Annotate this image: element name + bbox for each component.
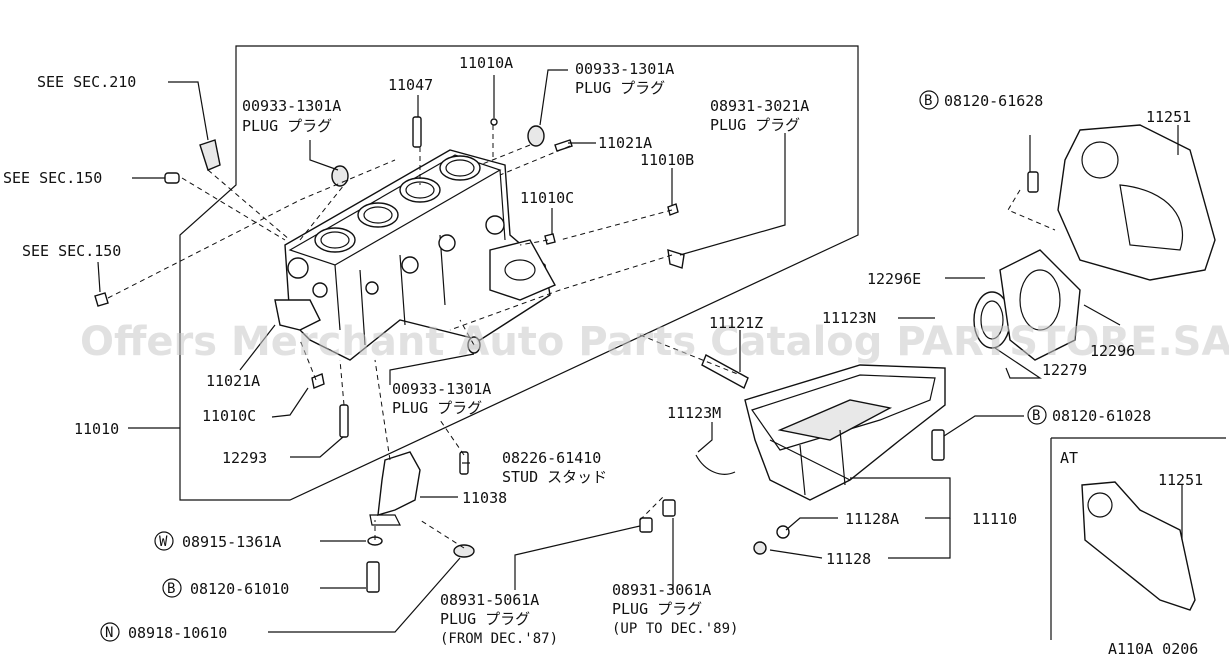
- cylinder-block: [274, 149, 556, 361]
- label-08226-61410: 08226-61410: [502, 449, 601, 467]
- label-11121z: 11121Z: [709, 314, 763, 332]
- badge-b-08120-61010: [162, 578, 182, 598]
- label-12296e: 12296E: [867, 270, 921, 288]
- label-00933-1301a-bottom: 00933-1301A: [392, 380, 491, 398]
- label-08120-61628: 08120-61628: [944, 92, 1043, 110]
- label-00933-1301a-top-sub: PLUG プラグ: [575, 79, 665, 97]
- badge-w-08915-1361a: [154, 531, 174, 551]
- label-11128a: 11128A: [845, 510, 899, 528]
- rear-plate-assembly: [973, 124, 1216, 361]
- label-08931-3061a-note: (UP TO DEC.'89): [612, 621, 738, 637]
- label-11123m: 11123M: [667, 404, 721, 422]
- label-11110: 11110: [972, 510, 1017, 528]
- label-12293: 12293: [222, 449, 267, 467]
- label-08931-3061a-sub: PLUG プラグ: [612, 600, 702, 618]
- badge-b-08120-61028: [1027, 405, 1047, 425]
- label-12296: 12296: [1090, 342, 1135, 360]
- label-11021a-left: 11021A: [206, 372, 260, 390]
- label-08931-3061a: 08931-3061A: [612, 581, 711, 599]
- label-11047: 11047: [388, 76, 433, 94]
- label-08931-5061a-sub: PLUG プラグ: [440, 610, 530, 628]
- diagram-code: A110A 0206: [1108, 640, 1198, 658]
- badge-b-08120-61628: [919, 90, 939, 110]
- label-08931-3021a: 08931-3021A: [710, 97, 809, 115]
- oil-pan: [639, 354, 946, 555]
- label-at: AT: [1060, 449, 1078, 467]
- label-00933-1301a-bottom-sub: PLUG プラグ: [392, 399, 482, 417]
- label-08931-5061a-note: (FROM DEC.'87): [440, 631, 558, 647]
- label-11010: 11010: [74, 420, 119, 438]
- badge-b-08120-61028-letter: B: [1032, 408, 1040, 424]
- label-08915-1361a: 08915-1361A: [182, 533, 281, 551]
- label-08931-3021a-sub: PLUG プラグ: [710, 116, 800, 134]
- oil-strainer: [366, 451, 475, 593]
- label-12279: 12279: [1042, 361, 1087, 379]
- at-inset-box: [1050, 437, 1226, 640]
- label-see-sec-150-a: SEE SEC.150: [3, 169, 102, 187]
- label-08226-61410-sub: STUD スタッド: [502, 468, 607, 486]
- label-11128: 11128: [826, 550, 871, 568]
- label-11251-at: 11251: [1158, 471, 1203, 489]
- leader-lines: [97, 69, 1183, 633]
- label-see-sec-210: SEE SEC.210: [37, 73, 136, 91]
- label-00933-1301a-top: 00933-1301A: [575, 60, 674, 78]
- badge-b-08120-61628-letter: B: [924, 93, 932, 109]
- badge-w-08915-1361a-letter: W: [159, 534, 168, 550]
- label-08918-10610: 08918-10610: [128, 624, 227, 642]
- label-00933-1301a-left: 00933-1301A: [242, 97, 341, 115]
- label-08120-61028: 08120-61028: [1052, 407, 1151, 425]
- label-11251: 11251: [1146, 108, 1191, 126]
- label-11010b: 11010B: [640, 151, 694, 169]
- label-11123n: 11123N: [822, 309, 876, 327]
- label-11010a: 11010A: [459, 54, 513, 72]
- label-00933-1301a-left-sub: PLUG プラグ: [242, 117, 332, 135]
- label-08931-5061a: 08931-5061A: [440, 591, 539, 609]
- label-11010c-left: 11010C: [202, 407, 256, 425]
- badge-n-08918-10610-letter: N: [105, 625, 113, 641]
- label-11038: 11038: [462, 489, 507, 507]
- label-11021a-top: 11021A: [598, 134, 652, 152]
- assembly-dash-lines: [107, 125, 1056, 549]
- watermark-text: Offers Merchant Auto Parts Catalog PARTS…: [80, 319, 1229, 365]
- badge-b-08120-61010-letter: B: [167, 581, 175, 597]
- at-rear-plate: [1081, 481, 1196, 611]
- label-11010c-top: 11010C: [520, 189, 574, 207]
- label-see-sec-150-b: SEE SEC.150: [22, 242, 121, 260]
- block-frame: [179, 45, 859, 501]
- label-08120-61010: 08120-61010: [190, 580, 289, 598]
- badge-n-08918-10610: [100, 622, 120, 642]
- block-small-parts: [94, 116, 685, 438]
